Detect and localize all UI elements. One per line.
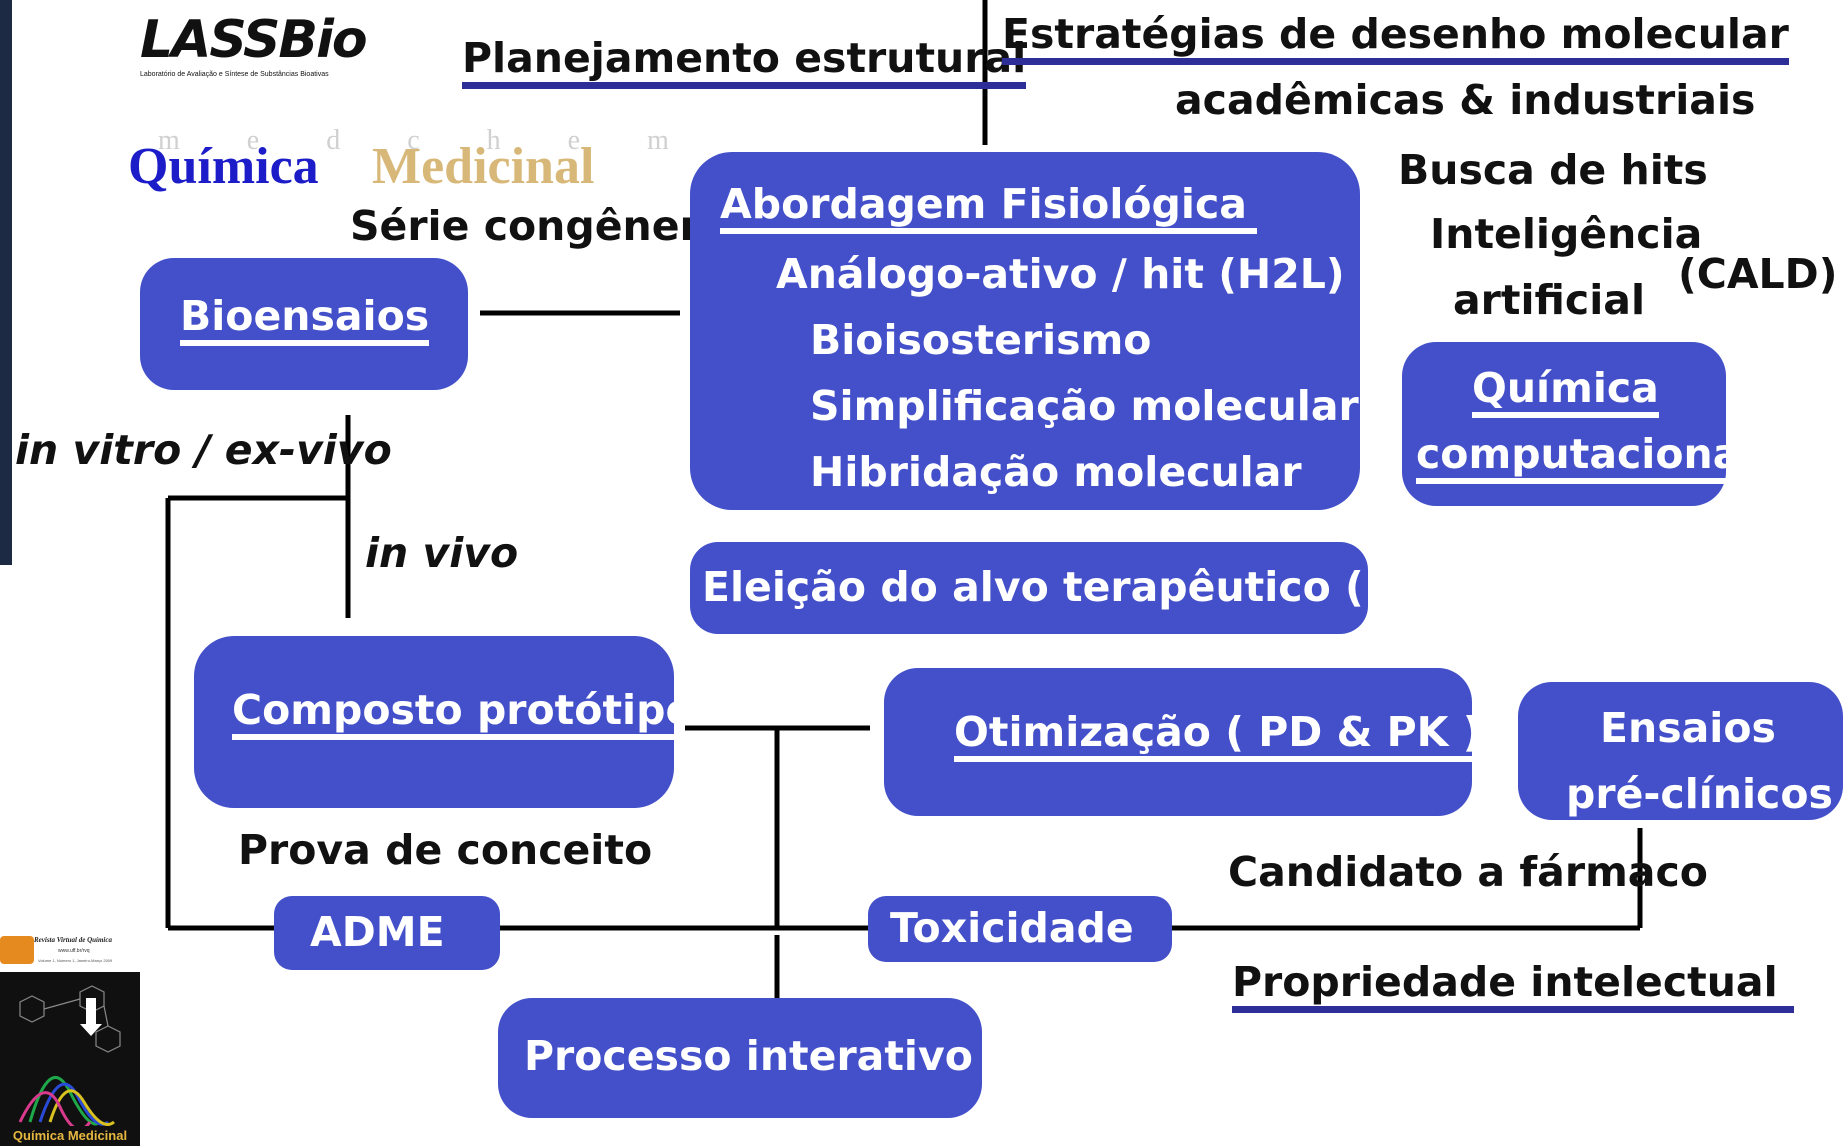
lassbio-logo-name: LASSBio: [140, 10, 368, 70]
otimizacao-label: Otimização ( PD & PK ): [954, 712, 1482, 762]
lassbio-logo: LASSBio Laboratório de Avaliação e Sínte…: [140, 10, 390, 85]
ensaios-line1: Ensaios: [1600, 704, 1776, 752]
rvq-issue: Volume 1, Número 1, Janeiro-Março 2009: [38, 958, 113, 963]
quimica-word: Química: [128, 138, 319, 195]
serie-congenere-label: Série congênere: [350, 202, 728, 250]
lassbio-logo-subtitle: Laboratório de Avaliação e Síntese de Su…: [140, 71, 329, 78]
prova-conceito-label: Prova de conceito: [238, 826, 653, 874]
bioensaios-label: Bioensaios: [180, 296, 430, 346]
bioensaios-box: Bioensaios: [140, 258, 468, 390]
in-vivo-label: in vivo: [365, 529, 519, 577]
alvo-terapeutico-label: Eleição do alvo terapêutico ( 3D ): [702, 563, 1474, 611]
composto-prototipo-label: Composto protótipo: [232, 690, 694, 740]
in-vitro-label: in vitro / ex-vivo: [15, 426, 392, 474]
composto-prototipo-box: Composto protótipo: [194, 636, 694, 808]
fisiologica-item-h2l: Análogo-ativo / hit (H2L): [776, 250, 1345, 298]
left-edge-strip: [0, 0, 12, 565]
rvq-journal-cover: Revista Virtual de Química www.uff.br/rv…: [0, 930, 140, 1146]
fisiologica-item-hibridacao: Hibridação molecular: [810, 448, 1302, 496]
processo-interativo-box: Processo interativo: [498, 998, 982, 1118]
alvo-terapeutico-box: Eleição do alvo terapêutico ( 3D ): [690, 542, 1474, 634]
propriedade-label: Propriedade intelectual: [1232, 962, 1794, 1013]
fisiologica-item-simplificacao: Simplificação molecular: [810, 382, 1359, 430]
academicas-label: acadêmicas & industriais: [1175, 76, 1756, 124]
fisiologica-box: Abordagem Fisiológica Análogo-ativo / hi…: [690, 152, 1360, 510]
molecule-illustration: [18, 985, 121, 1131]
rvq-footer: Química Medicinal: [0, 1126, 140, 1146]
inteligencia-label: Inteligência: [1430, 210, 1703, 258]
fisiologica-title: Abordagem Fisiológica: [720, 184, 1257, 234]
ensaios-preclinicos-box: Ensaios pré-clínicos: [1518, 682, 1843, 820]
otimizacao-box: Otimização ( PD & PK ): [884, 668, 1482, 816]
adme-label: ADME: [310, 908, 445, 956]
adme-box: ADME: [274, 896, 500, 970]
rvq-url: www.uff.br/rvq: [58, 948, 90, 954]
cald-label: (CALD): [1678, 250, 1838, 298]
toxicidade-label: Toxicidade: [890, 904, 1134, 952]
busca-hits-label: Busca de hits: [1398, 146, 1708, 194]
rvq-title: Revista Virtual de Química: [34, 936, 112, 944]
toxicidade-box: Toxicidade: [868, 896, 1172, 962]
quimica-medicinal-logo: m e d c h e m Química Medicinal: [128, 125, 669, 195]
medicinal-word: Medicinal: [372, 138, 595, 195]
planejamento-label: Planejamento estrutural: [462, 38, 1027, 89]
estrategias-label: Estratégias de desenho molecular: [1002, 14, 1789, 65]
artificial-label: artificial: [1453, 276, 1646, 324]
ensaios-line2: pré-clínicos: [1566, 770, 1833, 818]
quimica-comp-line2: computacional: [1416, 434, 1755, 484]
arrow-down-icon: [86, 998, 96, 1024]
medchem-overlay-text: m e d c h e m: [158, 125, 699, 156]
rvq-logo-mark: [0, 936, 34, 964]
candidato-label: Candidato a fármaco: [1228, 848, 1708, 896]
quimica-computacional-box: Química computacional: [1402, 342, 1755, 506]
processo-interativo-label: Processo interativo: [524, 1032, 973, 1080]
fisiologica-item-bioisosterismo: Bioisosterismo: [810, 316, 1152, 364]
rvq-cover-image: [0, 972, 140, 1132]
quimica-comp-line1: Química: [1472, 368, 1659, 418]
